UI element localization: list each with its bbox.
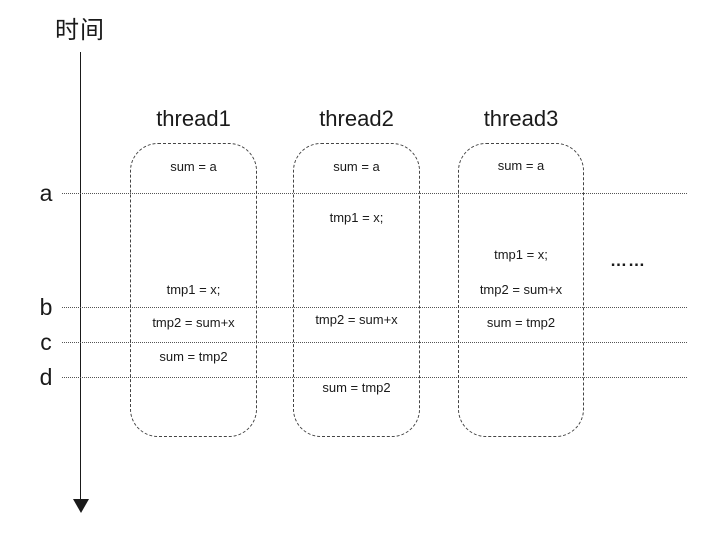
time-axis-label: 时间 (55, 17, 105, 44)
thread1-title: thread1 (156, 106, 231, 131)
thread2-statement-tmp1: tmp1 = x; (329, 210, 384, 225)
thread3-box (458, 143, 584, 437)
time-marker-label-d: d (39, 364, 53, 390)
thread2-statement-tmp2: tmp2 = sum+x (315, 312, 398, 327)
thread1-statement-sum-tmp2: sum = tmp2 (159, 349, 228, 364)
thread3-statement-tmp2: tmp2 = sum+x (479, 282, 563, 297)
time-marker-label-b: b (39, 294, 53, 320)
time-marker-label-a: a (39, 180, 53, 206)
thread1-statement-tmp2: tmp2 = sum+x (152, 315, 235, 330)
thread2-box (293, 143, 420, 437)
thread1-statement-tmp1: tmp1 = x; (166, 282, 221, 297)
thread1-statement-sum-a: sum = a (170, 159, 217, 174)
thread1-box (130, 143, 257, 437)
thread3-statement-tmp1: tmp1 = x; (494, 247, 548, 262)
time-marker-line-b (62, 307, 687, 308)
time-marker-line-c (62, 342, 687, 343)
thread2-title: thread2 (319, 106, 394, 131)
time-axis-line (80, 52, 81, 502)
thread3-statement-sum-a: sum = a (497, 158, 545, 173)
thread3-statement-sum-tmp2: sum = tmp2 (486, 315, 556, 330)
time-marker-line-a (62, 193, 687, 194)
time-axis-arrowhead-icon (73, 499, 89, 513)
time-marker-line-d (62, 377, 687, 378)
thread3-title: thread3 (483, 106, 559, 131)
time-marker-label-c: c (40, 329, 52, 355)
more-threads-ellipsis: …… (610, 251, 646, 270)
thread2-statement-sum-tmp2: sum = tmp2 (322, 380, 391, 395)
thread2-statement-sum-a: sum = a (333, 159, 380, 174)
